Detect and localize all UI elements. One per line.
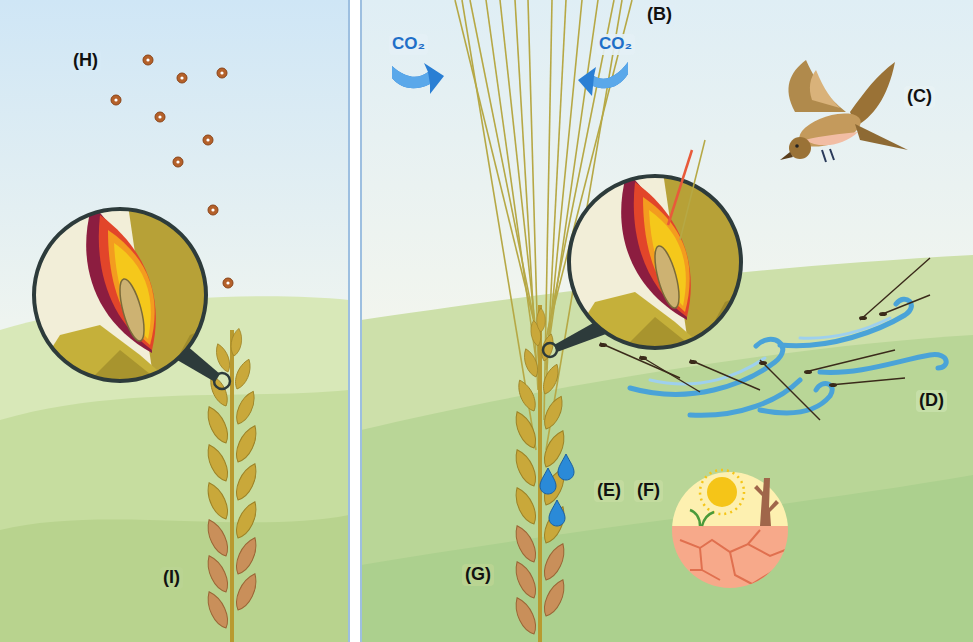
panel-label: (H)	[70, 50, 101, 72]
panel-label: (F)	[634, 480, 663, 502]
panel-label: (B)	[644, 4, 675, 26]
panel-label: (I)	[160, 567, 183, 589]
panel-label: (G)	[462, 564, 494, 586]
panel-label: (C)	[904, 86, 935, 108]
co2-label: CO₂	[389, 34, 428, 55]
panel-label: (D)	[916, 390, 947, 412]
panel-label: (E)	[594, 480, 624, 502]
co2-label: CO₂	[596, 34, 635, 55]
